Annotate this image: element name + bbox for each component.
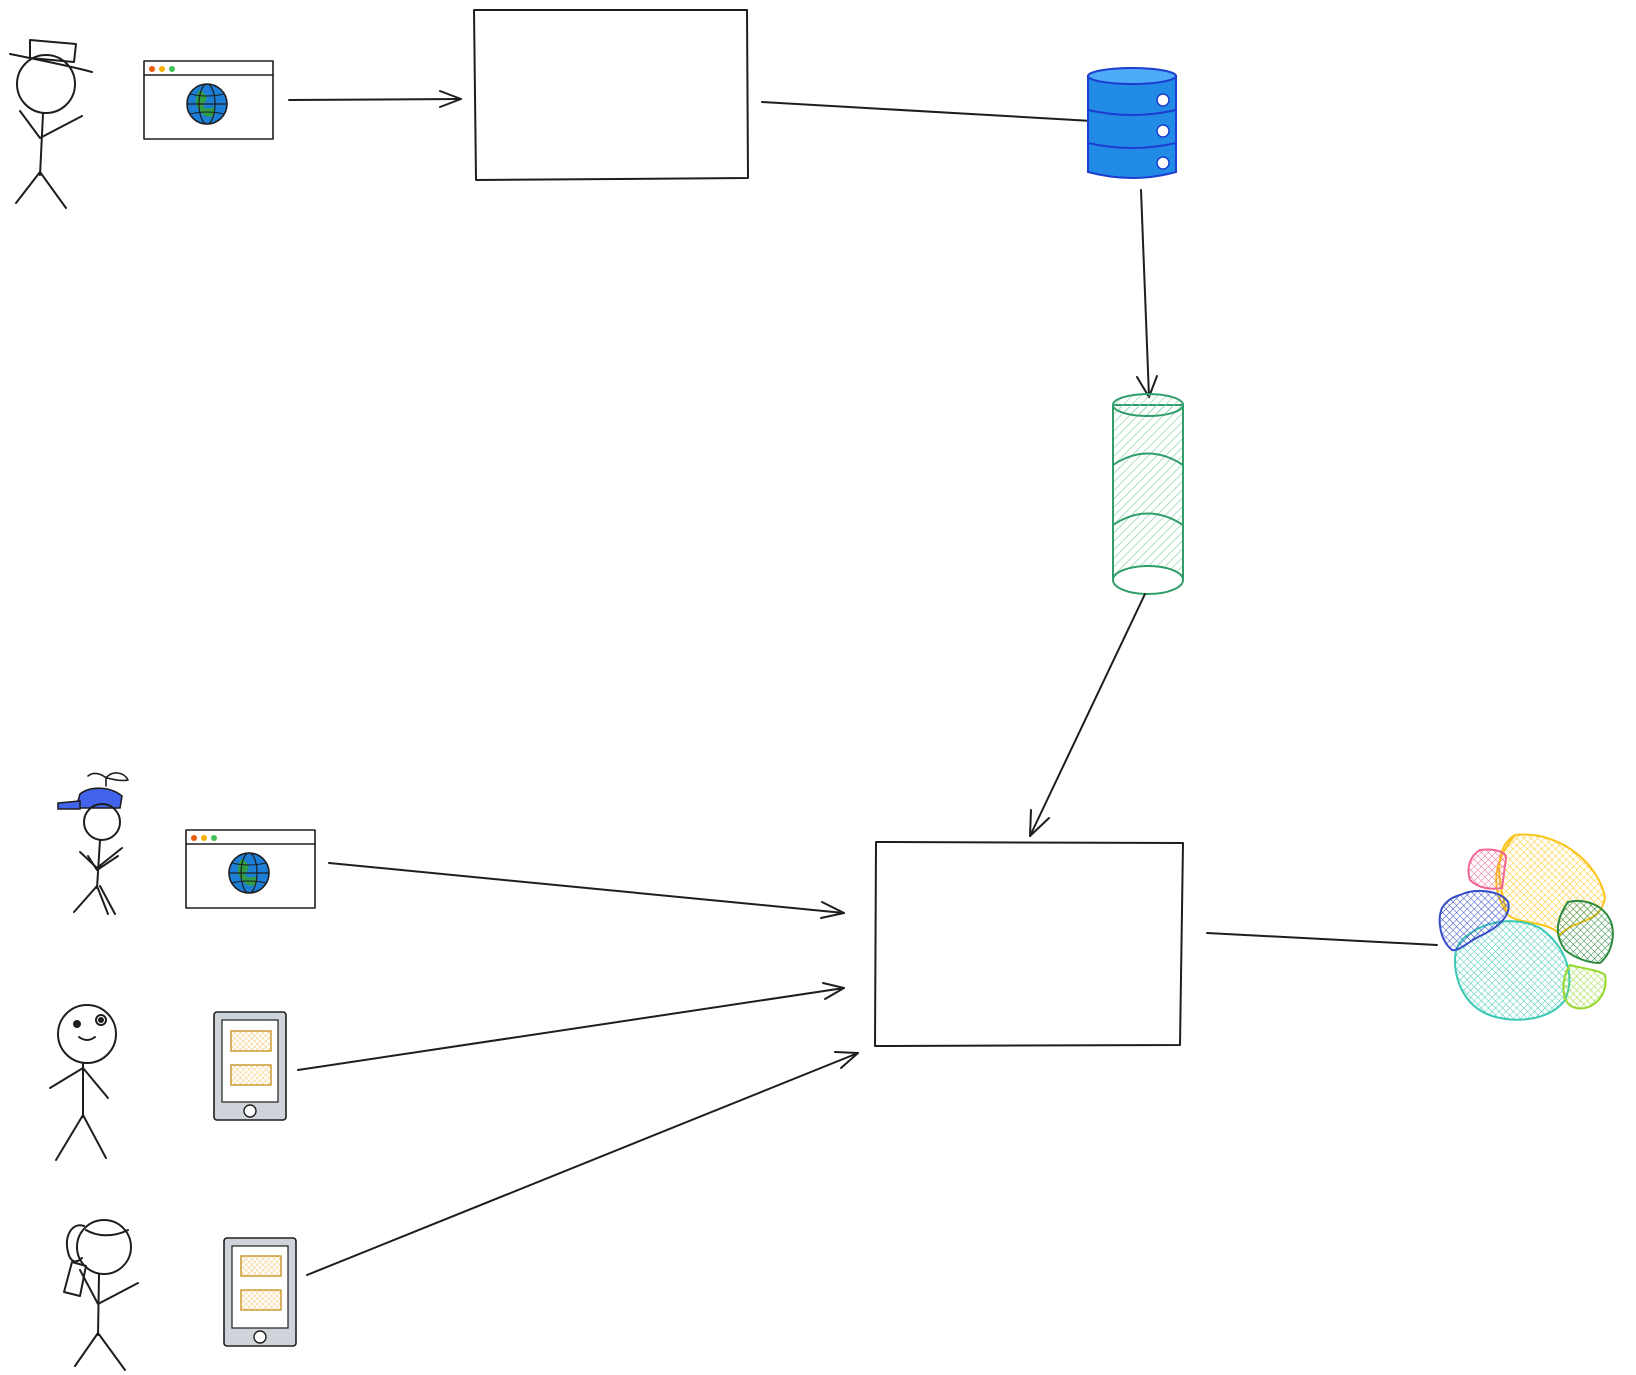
stick-figure-hat-icon [9,39,93,209]
mobile-phone-icon [213,1011,287,1121]
line-service-to-database [761,101,1093,122]
line-service-to-cluster [1206,932,1438,946]
arrow-phone1-to-service [297,982,845,1071]
arrow-database-to-queue [1136,189,1158,398]
stick-figure-propeller-cap-icon [57,772,129,915]
arrow-queue-to-service [1029,593,1146,837]
arrow-phone2-to-service [306,1051,859,1276]
database-icon [1087,67,1177,179]
web-browser-globe-icon [185,829,316,909]
arrow-browser2-to-service [328,862,845,919]
mobile-phone-icon [223,1237,297,1347]
arrow-browser-to-service [288,90,462,108]
stick-figure-smiling-icon [49,1004,117,1161]
message-queue-icon [1112,393,1184,595]
bottom-service-box[interactable] [874,841,1184,1047]
stick-figure-ponytail-phone-icon [63,1219,139,1371]
web-browser-globe-icon [143,60,274,140]
multicolor-cluster-logo-icon [1438,833,1614,1021]
top-service-box[interactable] [473,9,749,181]
